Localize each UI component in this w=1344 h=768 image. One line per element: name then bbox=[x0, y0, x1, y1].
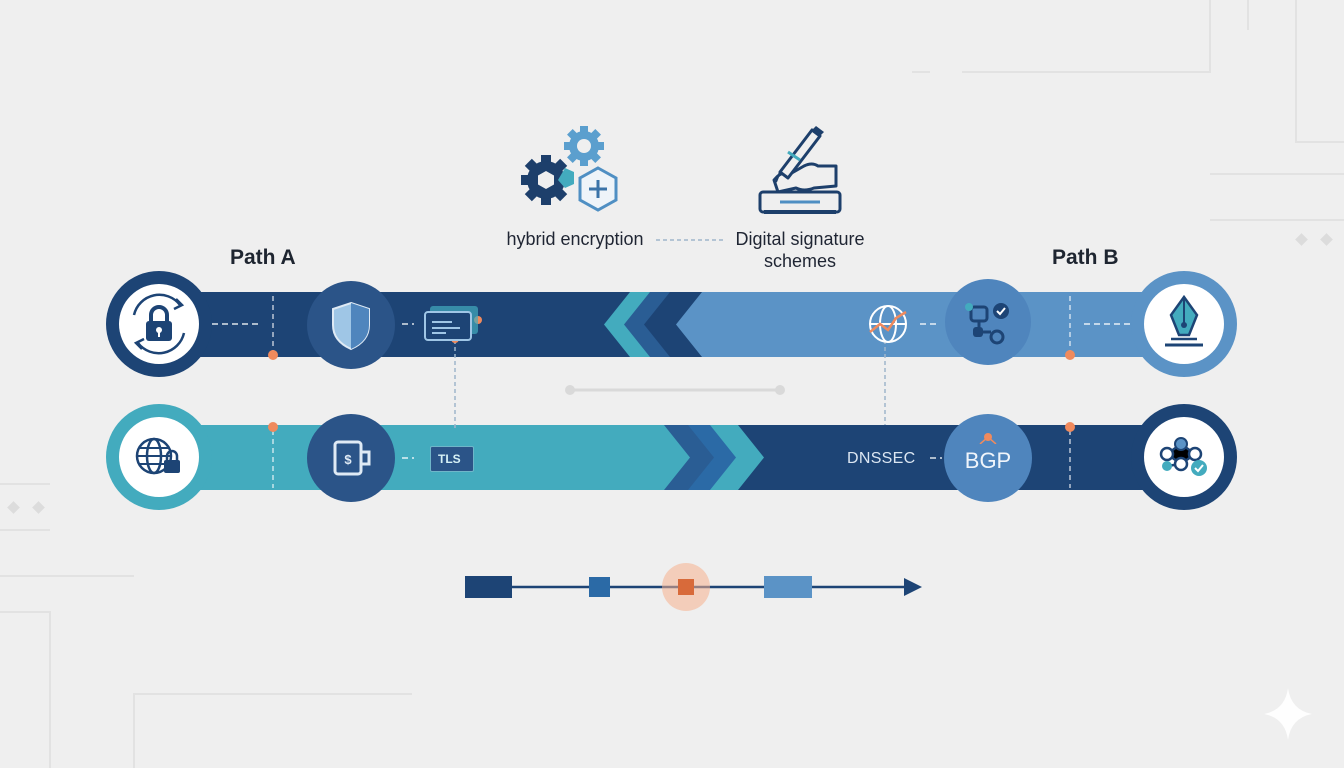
timeline-step-2 bbox=[589, 577, 610, 597]
digital-signature-line1: Digital signature bbox=[735, 229, 865, 249]
digital-signature-line2: schemes bbox=[763, 251, 837, 271]
gears-plus-icon bbox=[521, 126, 618, 212]
id-card-icon bbox=[424, 306, 478, 341]
tls-badge: TLS bbox=[430, 446, 474, 472]
path-a-title: Path A bbox=[230, 246, 296, 269]
bgp-node: BGP bbox=[944, 414, 1032, 502]
bgp-node-label: BGP bbox=[964, 448, 1012, 473]
timeline-step-3 bbox=[678, 579, 694, 595]
hand-signing-tablet-icon bbox=[758, 126, 842, 214]
pen-nib-icon bbox=[1131, 271, 1237, 377]
timeline-step-1 bbox=[465, 576, 512, 598]
hybrid-encryption-label: hybrid encryption bbox=[506, 229, 644, 249]
dnssec-label: DNSSEC bbox=[847, 450, 916, 467]
shield-icon bbox=[307, 281, 395, 369]
timeline-step-4 bbox=[764, 576, 812, 598]
bgp-accent bbox=[979, 433, 997, 444]
certificate-icon: $ bbox=[307, 414, 395, 502]
padlock-refresh-icon bbox=[106, 271, 212, 377]
connector-dashed bbox=[656, 239, 726, 241]
svg-text:$: $ bbox=[344, 452, 352, 467]
path-b-title: Path B bbox=[1052, 246, 1119, 269]
globe-chart-icon bbox=[869, 305, 907, 343]
globe-lock-icon bbox=[106, 404, 212, 510]
network-nodes-check-icon bbox=[1131, 404, 1237, 510]
digital-signature-label: Digital signature schemes bbox=[715, 228, 885, 272]
network-check-icon bbox=[945, 279, 1031, 365]
tls-badge-label: TLS bbox=[438, 452, 461, 466]
sparkle-icon bbox=[1264, 688, 1312, 740]
